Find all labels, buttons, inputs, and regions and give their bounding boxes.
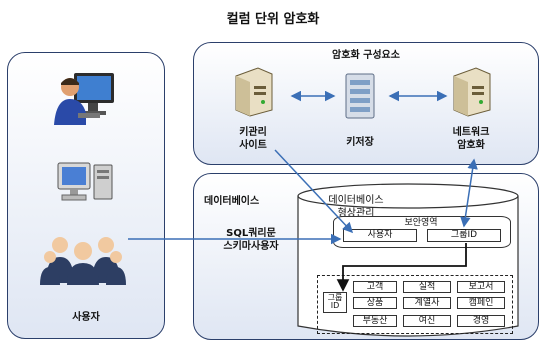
key-store-label: 키저장 — [324, 136, 396, 149]
key-management-text: 키관리 사이트 — [239, 127, 267, 151]
network-encryption-label: 네트워크 암호화 — [436, 126, 506, 152]
key-store-icon — [345, 73, 375, 119]
user-group-icon — [40, 237, 126, 285]
network-encryption-server-icon — [453, 67, 491, 117]
grid-cell: 고객 — [353, 281, 397, 293]
grid-cell: 여신 — [403, 315, 451, 327]
user-label: 사용자 — [72, 312, 100, 323]
grid-cell: 캠페인 — [457, 297, 505, 309]
diagram-title: 컬럼 단위 암호화 — [226, 12, 320, 27]
grid-cell: 부동산 — [353, 315, 397, 327]
key-management-label: 키관리 사이트 — [218, 126, 288, 152]
db-config-mgmt-label: 데이터베이스 형상관리 — [296, 194, 416, 220]
grid-cell: 실적 — [403, 281, 451, 293]
sql-query-label: SQL쿼리문 스키마사용자 — [196, 227, 306, 253]
key-management-server-icon — [235, 67, 273, 117]
group-id-tag: 그룹 ID — [323, 292, 347, 313]
sql-query-text: SQL쿼리문 스키마사용자 — [223, 228, 279, 252]
secure-field-group-id: 그룹ID — [427, 229, 501, 242]
secure-zone-label: 보안영역 — [404, 218, 438, 228]
database-label: 데이터베이스 — [204, 196, 260, 207]
crypto-components-label: 암호화 구성요소 — [332, 50, 400, 61]
grid-cell: 보고서 — [457, 281, 505, 293]
grid-cell: 경영 — [457, 315, 505, 327]
network-encryption-text: 네트워크 암호화 — [452, 127, 490, 151]
user-at-computer-icon — [54, 73, 114, 125]
desktop-computer-icon — [57, 162, 113, 201]
group-id-tag-text: 그룹 ID — [327, 293, 343, 310]
key-store-text: 키저장 — [346, 137, 374, 148]
grid-cell: 상품 — [353, 297, 397, 309]
grid-cell: 계열사 — [403, 297, 451, 309]
db-config-mgmt-text: 데이터베이스 형상관리 — [328, 195, 384, 219]
secure-field-user: 사용자 — [343, 229, 417, 242]
